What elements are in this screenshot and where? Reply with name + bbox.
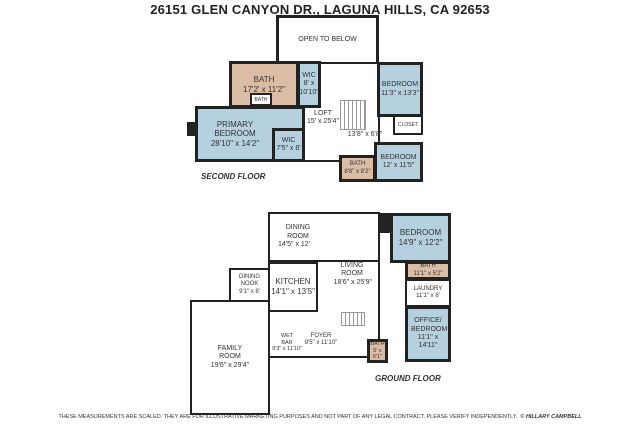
ground-stairs bbox=[341, 312, 365, 326]
disclaimer-footer: THESE MEASUREMENTS ARE SCALED. THEY ARE … bbox=[0, 414, 640, 420]
stairs bbox=[340, 100, 366, 130]
disclaimer-text: THESE MEASUREMENTS ARE SCALED. THEY ARE … bbox=[58, 414, 518, 420]
credit-text: © HILLARY CAMPBELL bbox=[520, 414, 582, 420]
closet: CLOSET bbox=[393, 115, 423, 135]
open-to-below-label: OPEN TO BELOW bbox=[298, 35, 357, 43]
fireplace bbox=[187, 122, 197, 136]
second-floor-label: SECOND FLOOR bbox=[201, 172, 266, 181]
ground-floor-label: GROUND FLOOR bbox=[375, 374, 441, 383]
page-title: 26151 GLEN CANYON DR., LAGUNA HILLS, CA … bbox=[150, 2, 490, 17]
open-to-below: OPEN TO BELOW bbox=[276, 15, 379, 65]
bath-small: BATH bbox=[250, 93, 272, 106]
chimney bbox=[378, 213, 392, 233]
stair-dims: 13'8" x 6'8" bbox=[347, 131, 383, 138]
